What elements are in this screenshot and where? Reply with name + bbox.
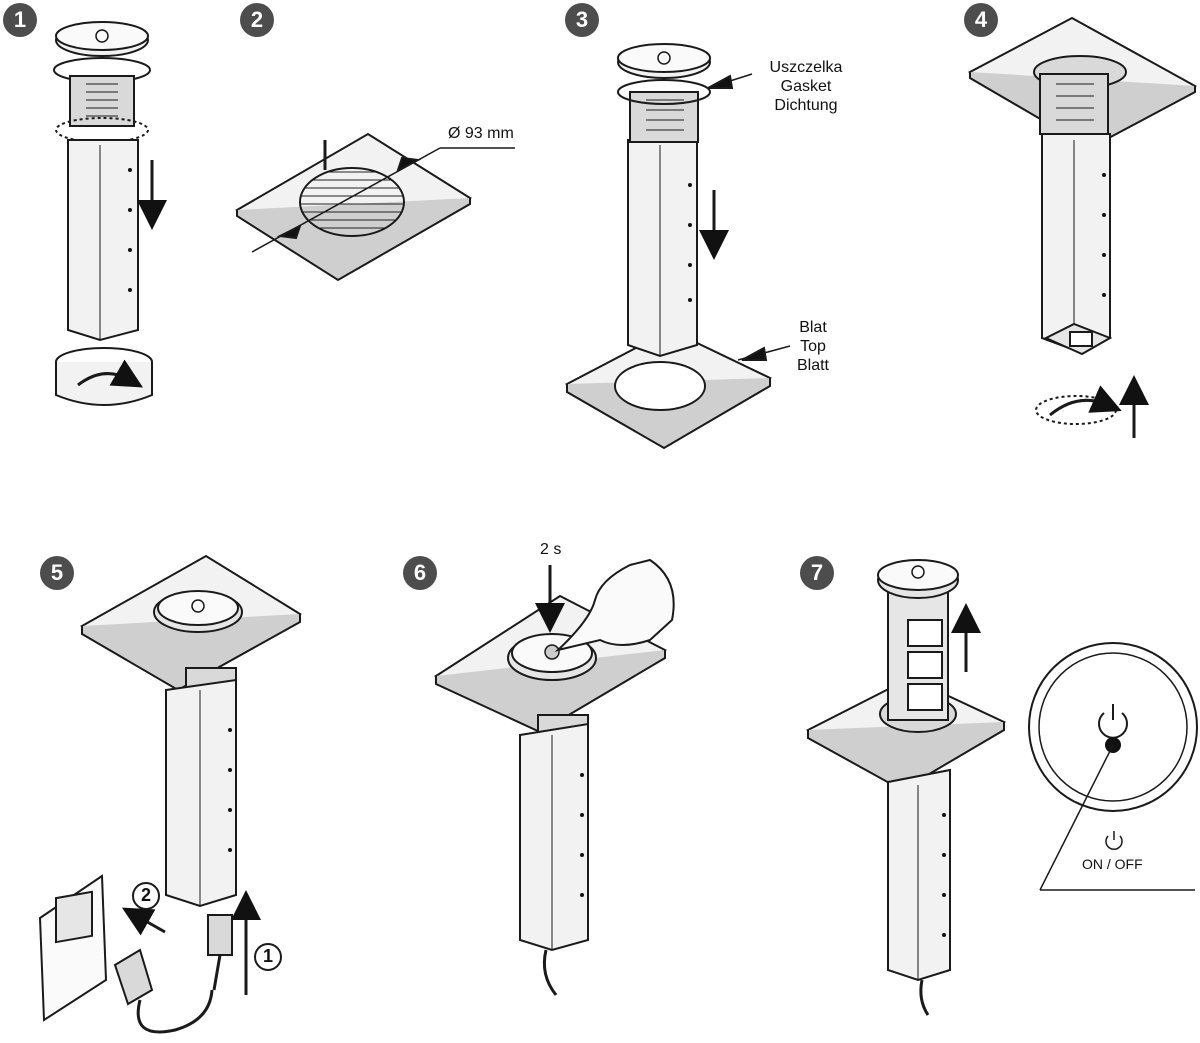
gasket-ring [617,79,711,105]
sub-step-1-circle [254,943,282,971]
power-symbol-icon [95,29,109,43]
gasket-label-pl: Uszczelka [769,59,843,76]
wall-socket-icon [55,890,93,944]
finger-icon [554,558,675,652]
top-label: Blat Top Blatt [778,318,848,375]
socket-icon [907,651,943,679]
power-cable [919,979,930,1016]
power-symbol-icon [191,599,205,613]
column-body [1041,133,1111,352]
switch-icon [1069,331,1093,347]
step-2-illustration [235,132,515,282]
sub-step-2-label: 2 [140,885,151,905]
column-body [165,678,237,908]
gasket-label: Uszczelka Gasket Dichtung [756,58,856,115]
threaded-sleeve [629,91,699,143]
gasket-label-en: Gasket [780,78,832,95]
step-1-illustration [53,21,167,406]
power-symbol-icon [657,51,671,65]
step-badge-2: 2 [240,3,274,37]
gasket-label-de: Dichtung [774,97,838,114]
step-badge-5: 5 [40,556,74,590]
lid-cap-face [55,21,149,51]
cutout-hole [299,167,405,237]
step-3-illustration [564,43,791,450]
step-7-illustration [805,559,1198,1016]
sub-step-1-label: 1 [262,946,273,966]
top-label-pl: Blat [799,319,827,336]
power-symbol-icon [1105,835,1123,851]
column-body [519,722,589,952]
top-label-de: Blatt [796,357,829,374]
lid-detail-inner [1038,652,1188,802]
column-body [887,768,951,982]
step-badge-1: 1 [3,3,37,37]
rotate-arrow-icon [1049,385,1122,417]
power-cable [136,989,214,1034]
step-4-illustration [967,16,1198,438]
column-body [627,139,698,358]
step-6-illustration [433,558,675,996]
step-badge-3: 3 [565,3,599,37]
column-body [67,139,139,342]
top-label-en: Top [800,338,826,355]
rotate-arrow-icon [77,359,143,388]
socket-icon [907,619,943,647]
power-button [544,644,560,660]
step-badge-7: 7 [800,556,834,590]
sub-step-2-circle [132,882,160,910]
step-badge-4: 4 [964,3,998,37]
plug-icon [113,948,154,1006]
arrow-left-icon [121,907,166,936]
on-off-label: ON / OFF [1082,856,1143,872]
socket-icon [907,683,943,711]
power-symbol-icon [911,565,925,579]
step-5-illustration [38,554,302,1034]
press-time-label: 2 s [540,541,562,558]
countertop-hole [614,361,706,411]
power-cable [542,949,558,996]
diameter-label: Ø 93 mm [448,125,514,142]
iec-connector-icon [207,914,233,956]
threaded-sleeve [1039,73,1109,135]
step-badge-6: 6 [403,556,437,590]
